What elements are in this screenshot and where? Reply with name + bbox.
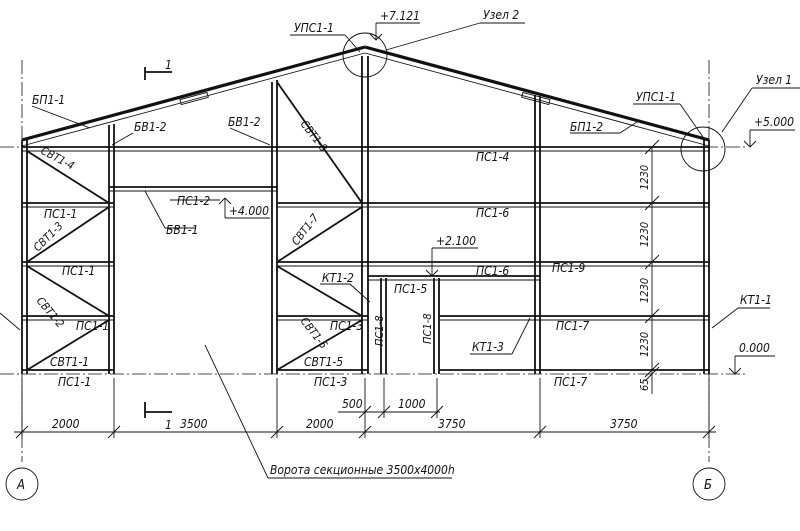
elevation-500-label: +5.000	[754, 115, 794, 129]
gate-label: Ворота секционные 3500х4000h	[270, 463, 455, 477]
axis-bubbles	[5, 467, 726, 501]
axis-a-label: А	[16, 478, 25, 493]
bv-c-label: БВ1-1	[166, 223, 198, 237]
ps2-label: ПС1-2	[177, 194, 210, 208]
ps1-b-label: ПС1-1	[62, 264, 95, 278]
node2-label: Узел 2	[483, 8, 519, 22]
dim-3750-a: 3750	[438, 417, 466, 431]
bracing	[26, 81, 363, 371]
node1-label: Узел 1	[756, 73, 792, 87]
axis-b-label: Б	[704, 478, 712, 493]
text-labels: УПС1-1 +7.121 Узел 2 Узел 1 УПС1-1 +5.00…	[16, 8, 794, 493]
node-circles	[342, 32, 726, 172]
section-mark-top: 1	[165, 58, 172, 72]
svt1-label: СВТ1-1	[50, 355, 89, 369]
bp-right-label: БП1-2	[570, 120, 603, 134]
ps3-b-label: ПС1-3	[314, 375, 347, 389]
section-mark-bottom: 1	[165, 418, 172, 432]
ps7-b-label: ПС1-7	[554, 375, 587, 389]
elevation-000-label: 0.000	[739, 341, 770, 355]
ps3-a-label: ПС1-3	[330, 319, 363, 333]
dim-height-2: 1230	[638, 222, 651, 247]
ps4-label: ПС1-4	[476, 150, 509, 164]
svt2-label: СВТ1-2	[34, 295, 67, 331]
bp-left-label: БП1-1	[32, 93, 65, 107]
ps7-a-label: ПС1-7	[556, 319, 589, 333]
bv-a-label: БВ1-2	[134, 120, 167, 134]
svt8-label: СВТ1-8	[298, 118, 330, 154]
ps8-a-label: ПС1-8	[373, 315, 386, 346]
ps1-d-label: ПС1-1	[58, 375, 91, 389]
ps6-a-label: ПС1-6	[476, 206, 509, 220]
roof	[21, 45, 710, 147]
dimension-text: 1230 1230 1230 1230 65 2000 3500 500 100…	[52, 165, 651, 431]
dim-3500: 3500	[180, 417, 208, 431]
dim-2000-b: 2000	[306, 417, 334, 431]
svt7-label: СВТ1-7	[289, 211, 322, 248]
bv-b-label: БВ1-2	[228, 115, 261, 129]
dim-500: 500	[342, 397, 363, 411]
girts	[22, 146, 709, 371]
dim-3750-b: 3750	[610, 417, 638, 431]
dim-height-1: 1230	[638, 165, 651, 190]
svt4-label: СВТ1-4	[39, 144, 77, 172]
ups-left-label: УПС1-1	[294, 21, 334, 35]
ps5-label: ПС1-5	[394, 282, 427, 296]
dim-1000: 1000	[398, 397, 426, 411]
kt2-label: КТ1-2	[322, 271, 354, 285]
elevation-210-label: +2.100	[436, 234, 476, 248]
dim-height-4: 1230	[638, 332, 651, 357]
dim-height-3: 1230	[638, 278, 651, 303]
ps1-c-label: ПС1-1	[76, 319, 109, 333]
ps1-a-label: ПС1-1	[44, 207, 77, 221]
dim-2000-a: 2000	[52, 417, 80, 431]
top-elevation-label: +7.121	[380, 9, 420, 23]
leaders	[0, 22, 800, 479]
svt3-label: СВТ1-3	[31, 220, 66, 255]
kt3-label: КТ1-3	[472, 340, 504, 354]
ups-right-label: УПС1-1	[636, 90, 676, 104]
ps8-b-label: ПС1-8	[421, 313, 434, 344]
svt5-label: СВТ1-5	[304, 355, 343, 369]
kt1-label: КТ1-1	[740, 293, 772, 307]
ps6-b-label: ПС1-6	[476, 264, 509, 278]
columns	[21, 56, 710, 374]
dimension-lines	[14, 139, 716, 439]
ps9-label: ПС1-9	[552, 261, 585, 275]
dim-height-5: 65	[638, 378, 651, 391]
elevation-400-label: +4.000	[229, 204, 269, 218]
